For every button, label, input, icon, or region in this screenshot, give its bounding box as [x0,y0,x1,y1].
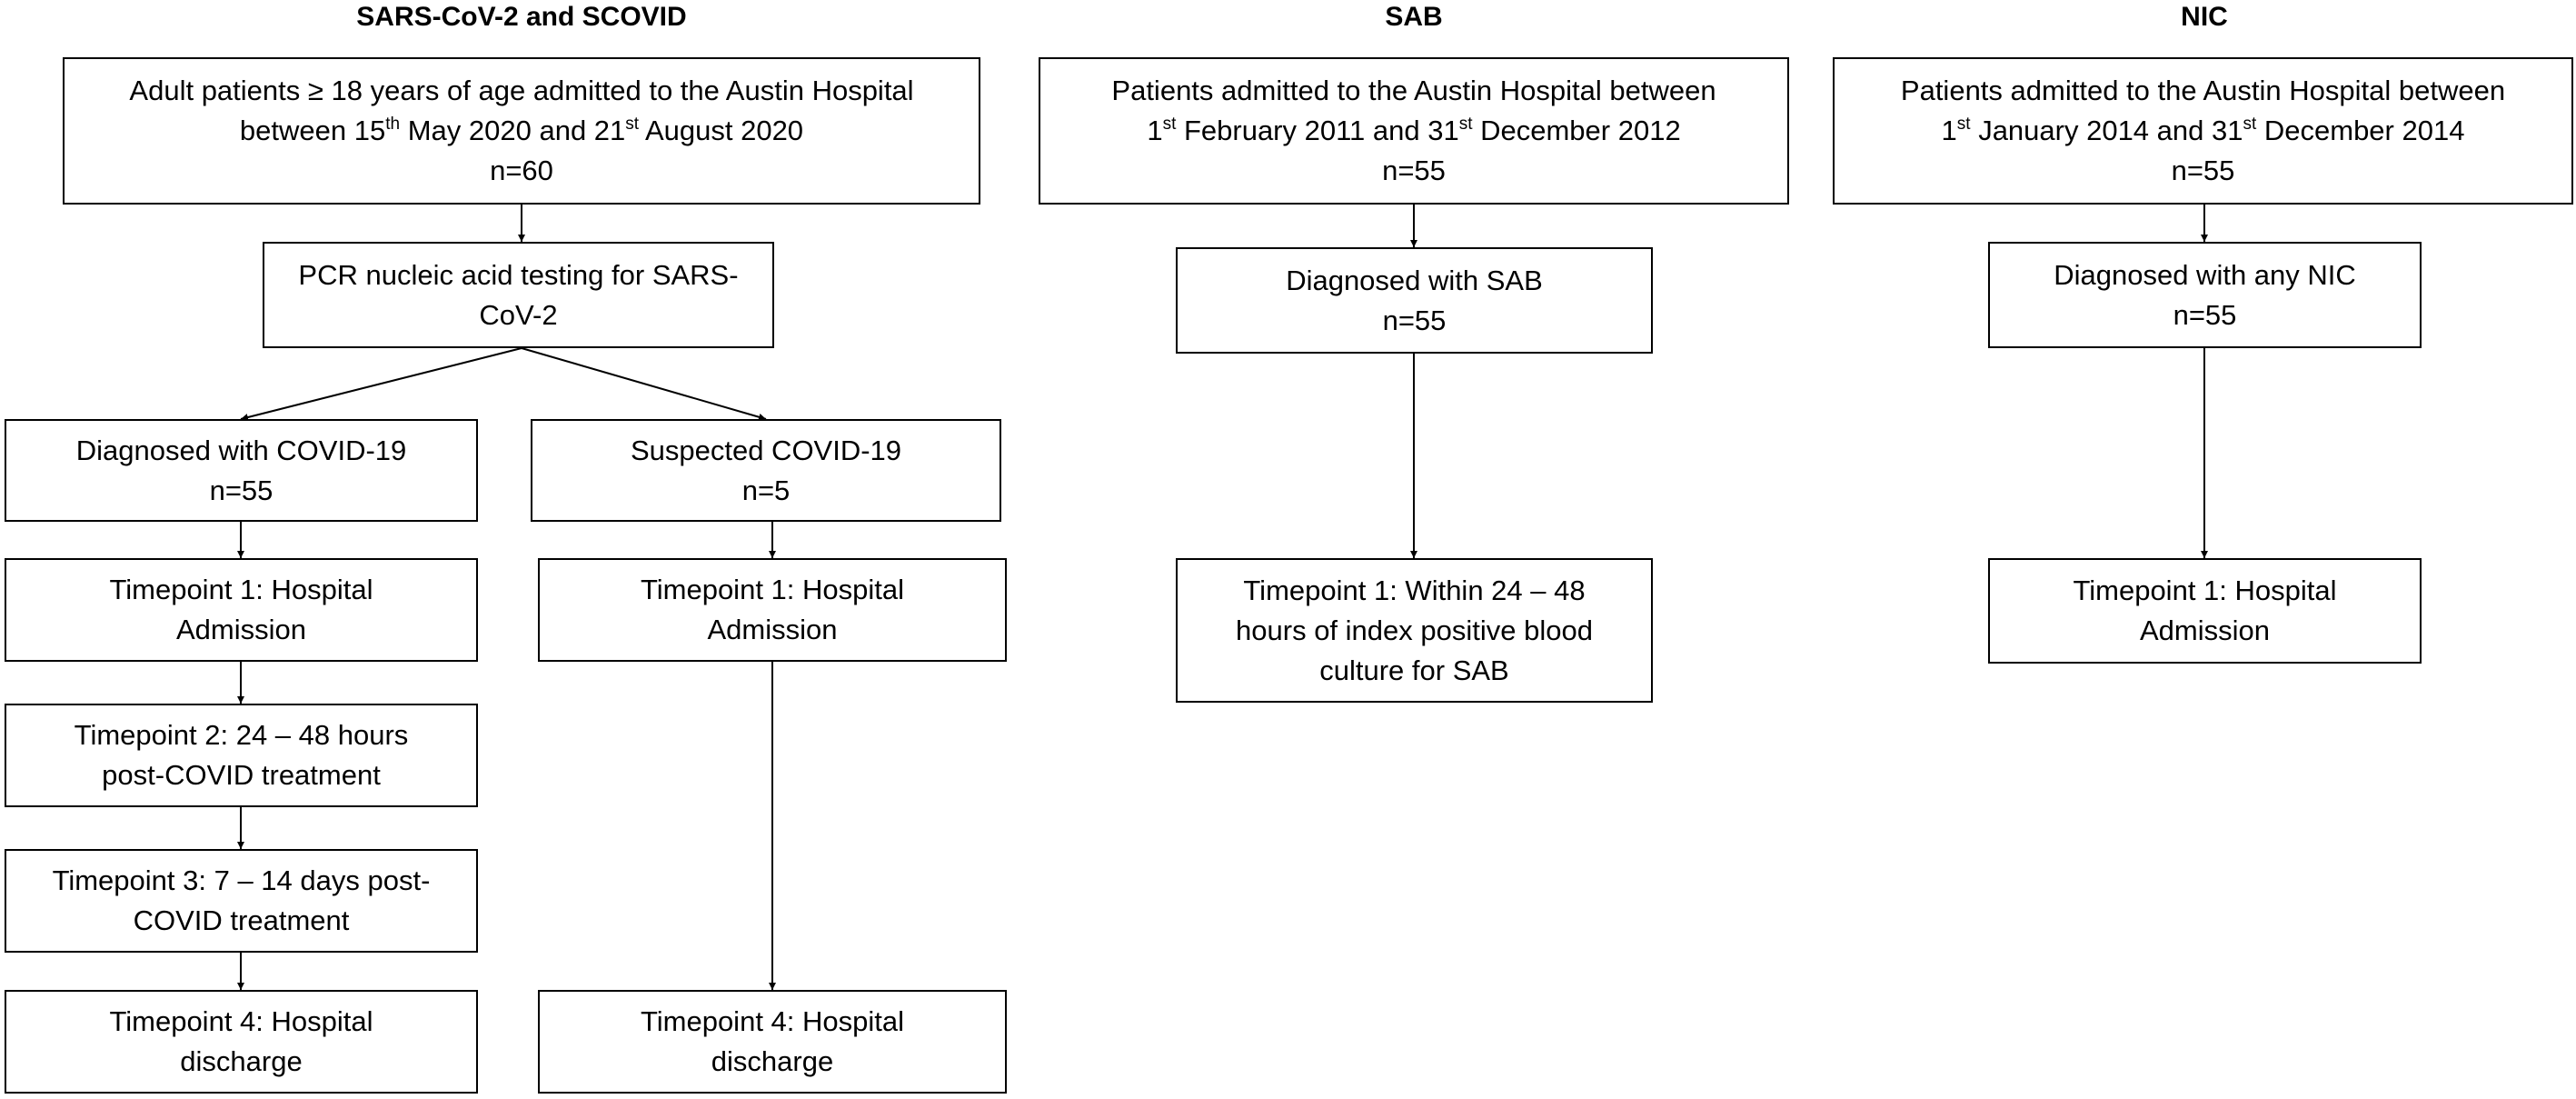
box-diag-timepoint-3: Timepoint 3: 7 – 14 days post- COVID tre… [5,849,478,953]
box-nic-start-n: n=55 [2171,155,2235,186]
box-sab-start-line2: 1st February 2011 and 31st December 2012 [1147,115,1681,146]
box-sab-start-n: n=55 [1382,155,1446,186]
box-sab-start: Patients admitted to the Austin Hospital… [1039,57,1789,205]
box-susp-tp4-line1: Timepoint 4: Hospital [640,1005,905,1037]
box-nic-start-line1: Patients admitted to the Austin Hospital… [1900,75,2506,106]
box-nic-diagnosed-n: n=55 [2173,298,2237,331]
box-diag-timepoint-1: Timepoint 1: Hospital Admission [5,558,478,662]
box-sab-diagnosed: Diagnosed with SAB n=55 [1176,247,1653,354]
box-sab-tp1-line1: Timepoint 1: Within 24 – 48 [1243,574,1586,606]
box-sab-diagnosed-n: n=55 [1382,304,1447,336]
box-suspected-covid-n: n=5 [741,474,791,506]
box-pcr-line1: PCR nucleic acid testing for SARS- [298,258,739,291]
box-diagnosed-covid-n: n=55 [209,474,274,506]
box-susp-tp4-line2: discharge [711,1045,834,1077]
box-suspected-covid: Suspected COVID-19 n=5 [531,419,1001,522]
box-sab-tp1-line2: hours of index positive blood [1236,614,1593,646]
box-susp-tp1-line2: Admission [707,614,838,645]
header-scovid: SARS-CoV-2 and SCOVID [356,2,687,32]
box-diag-tp4-line2: discharge [180,1045,303,1077]
box-pcr-line2: CoV-2 [479,298,558,331]
box-scovid-start-n: n=60 [490,155,553,186]
box-sab-timepoint-1: Timepoint 1: Within 24 – 48 hours of ind… [1176,558,1653,703]
box-nic-diagnosed: Diagnosed with any NIC n=55 [1988,242,2422,348]
box-scovid-start-line1: Adult patients ≥ 18 years of age admitte… [129,75,914,106]
box-nic-start: Patients admitted to the Austin Hospital… [1833,57,2573,205]
box-diagnosed-covid: Diagnosed with COVID-19 n=55 [5,419,478,522]
box-scovid-start: Adult patients ≥ 18 years of age admitte… [63,57,980,205]
box-diag-timepoint-2: Timepoint 2: 24 – 48 hours post-COVID tr… [5,704,478,807]
box-susp-timepoint-1: Timepoint 1: Hospital Admission [538,558,1007,662]
header-sab: SAB [1385,2,1443,32]
box-pcr-testing: PCR nucleic acid testing for SARS- CoV-2 [263,242,774,348]
box-diag-tp3-line2: COVID treatment [133,904,350,936]
box-diag-tp2-line1: Timepoint 2: 24 – 48 hours [74,719,409,751]
header-nic: NIC [2181,2,2228,32]
box-diag-tp4-line1: Timepoint 4: Hospital [109,1005,373,1037]
box-diag-tp1-line2: Admission [176,614,306,645]
arrow-pcr-to-suspected [521,347,767,421]
box-nic-timepoint-1: Timepoint 1: Hospital Admission [1988,558,2422,664]
box-susp-timepoint-4: Timepoint 4: Hospital discharge [538,990,1007,1094]
box-sab-start-line1: Patients admitted to the Austin Hospital… [1111,75,1716,106]
box-diag-tp1-line1: Timepoint 1: Hospital [109,574,373,605]
box-nic-start-line2: 1st January 2014 and 31st December 2014 [1941,115,2465,146]
arrow-pcr-to-diagnosed [240,347,522,421]
box-suspected-covid-line1: Suspected COVID-19 [630,434,902,466]
box-sab-diagnosed-line1: Diagnosed with SAB [1286,264,1543,296]
box-susp-tp1-line1: Timepoint 1: Hospital [640,574,905,605]
box-diag-tp3-line1: Timepoint 3: 7 – 14 days post- [52,864,431,896]
box-nic-diagnosed-line1: Diagnosed with any NIC [2054,258,2356,291]
box-sab-tp1-line3: culture for SAB [1319,654,1509,686]
box-diagnosed-covid-line1: Diagnosed with COVID-19 [75,434,407,466]
box-diag-tp2-line2: post-COVID treatment [102,759,381,791]
box-diag-timepoint-4: Timepoint 4: Hospital discharge [5,990,478,1094]
box-nic-tp1-line1: Timepoint 1: Hospital [2073,574,2337,606]
box-scovid-start-line2: between 15th May 2020 and 21st August 20… [239,115,804,146]
box-nic-tp1-line2: Admission [2140,614,2270,646]
